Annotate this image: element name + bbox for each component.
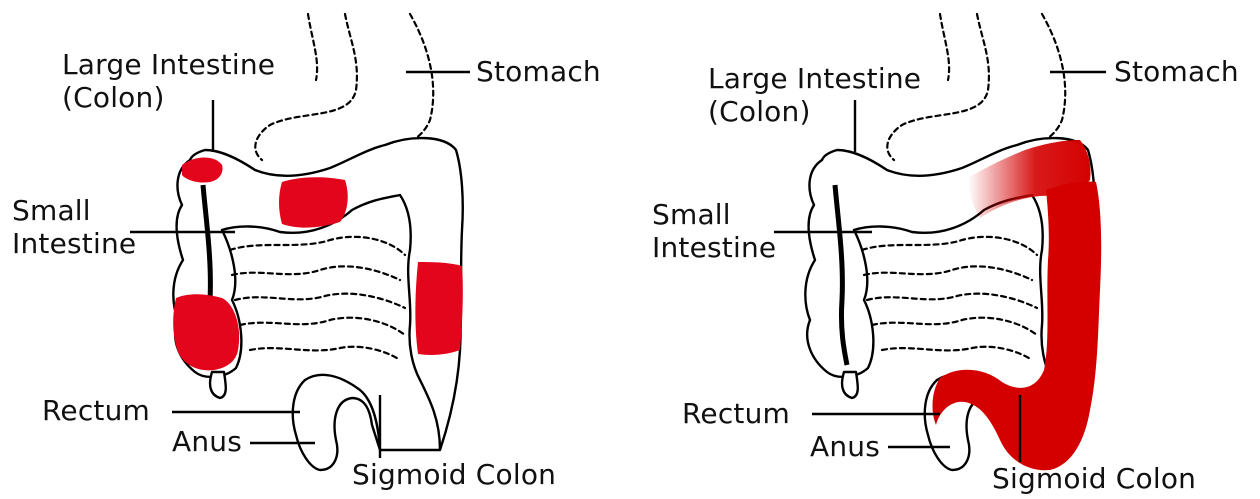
label-sigmoid-colon: Sigmoid Colon bbox=[992, 462, 1196, 495]
appendix bbox=[210, 372, 226, 398]
label-large-intestine: Large Intestine (Colon) bbox=[708, 62, 921, 128]
inflamed-patch-ascending bbox=[173, 294, 239, 370]
small-intestine-outline bbox=[862, 237, 1037, 360]
appendix bbox=[842, 372, 858, 398]
inflamed-patch-transverse bbox=[279, 177, 348, 227]
label-stomach: Stomach bbox=[476, 55, 601, 88]
inflamed-patch-descending bbox=[415, 262, 462, 355]
left-diagram-panel: Large Intestine (Colon) Stomach Small In… bbox=[0, 0, 630, 499]
small-intestine-outline bbox=[230, 237, 405, 360]
label-small-intestine: Small Intestine bbox=[652, 198, 776, 264]
label-rectum: Rectum bbox=[682, 397, 790, 430]
label-anus: Anus bbox=[810, 430, 880, 463]
label-sigmoid-colon: Sigmoid Colon bbox=[352, 458, 556, 491]
label-small-intestine: Small Intestine bbox=[12, 194, 136, 260]
label-large-intestine: Large Intestine (Colon) bbox=[62, 48, 275, 114]
right-diagram-panel: Large Intestine (Colon) Stomach Small In… bbox=[640, 0, 1260, 499]
label-anus: Anus bbox=[172, 425, 242, 458]
label-stomach: Stomach bbox=[1114, 55, 1239, 88]
label-rectum: Rectum bbox=[42, 394, 150, 427]
